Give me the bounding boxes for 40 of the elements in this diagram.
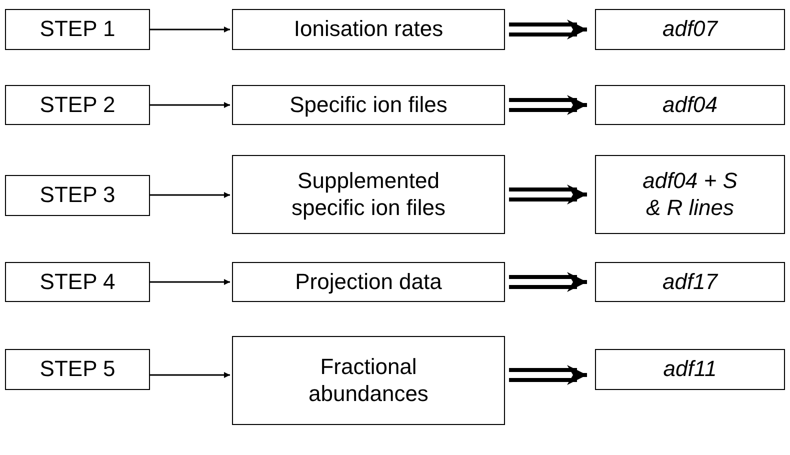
data-format-box bbox=[595, 262, 785, 302]
step-box bbox=[5, 349, 150, 390]
arrow bbox=[150, 372, 230, 378]
box-label: adf04 bbox=[661, 92, 719, 118]
process-box bbox=[232, 262, 505, 302]
box-label: STEP 1 bbox=[38, 16, 116, 43]
box-label: Projection data bbox=[294, 268, 443, 296]
data-format-box bbox=[595, 349, 785, 390]
data-format-box bbox=[595, 155, 785, 234]
process-box bbox=[232, 336, 505, 425]
arrow bbox=[507, 95, 589, 115]
step-box bbox=[5, 85, 150, 125]
data-format-box bbox=[595, 85, 785, 125]
arrow bbox=[507, 272, 589, 292]
box-label: adf11 bbox=[662, 356, 718, 383]
box-label: Supplemented specific ion files bbox=[290, 168, 447, 221]
arrow bbox=[150, 279, 230, 285]
arrow bbox=[507, 184, 589, 204]
arrow bbox=[507, 365, 589, 385]
box-label: STEP 2 bbox=[38, 92, 116, 118]
box-label: Specific ion files bbox=[288, 92, 448, 118]
box-label: adf04 + S & R lines bbox=[642, 168, 738, 221]
process-box bbox=[232, 155, 505, 234]
box-label: STEP 4 bbox=[38, 268, 116, 296]
box-label: Fractional abundances bbox=[308, 354, 430, 407]
box-label: STEP 5 bbox=[38, 356, 116, 383]
arrow bbox=[150, 26, 230, 32]
step-box bbox=[5, 262, 150, 302]
box-label: Ionisation rates bbox=[292, 16, 444, 43]
box-label: adf07 bbox=[661, 16, 720, 43]
arrow bbox=[507, 20, 589, 40]
arrow bbox=[150, 192, 230, 198]
process-box bbox=[232, 9, 505, 50]
data-format-box bbox=[595, 9, 785, 50]
box-label: STEP 3 bbox=[38, 182, 116, 209]
box-label: adf17 bbox=[661, 268, 720, 296]
step-box bbox=[5, 9, 150, 50]
step-box bbox=[5, 175, 150, 216]
arrow bbox=[150, 102, 230, 108]
process-box bbox=[232, 85, 505, 125]
